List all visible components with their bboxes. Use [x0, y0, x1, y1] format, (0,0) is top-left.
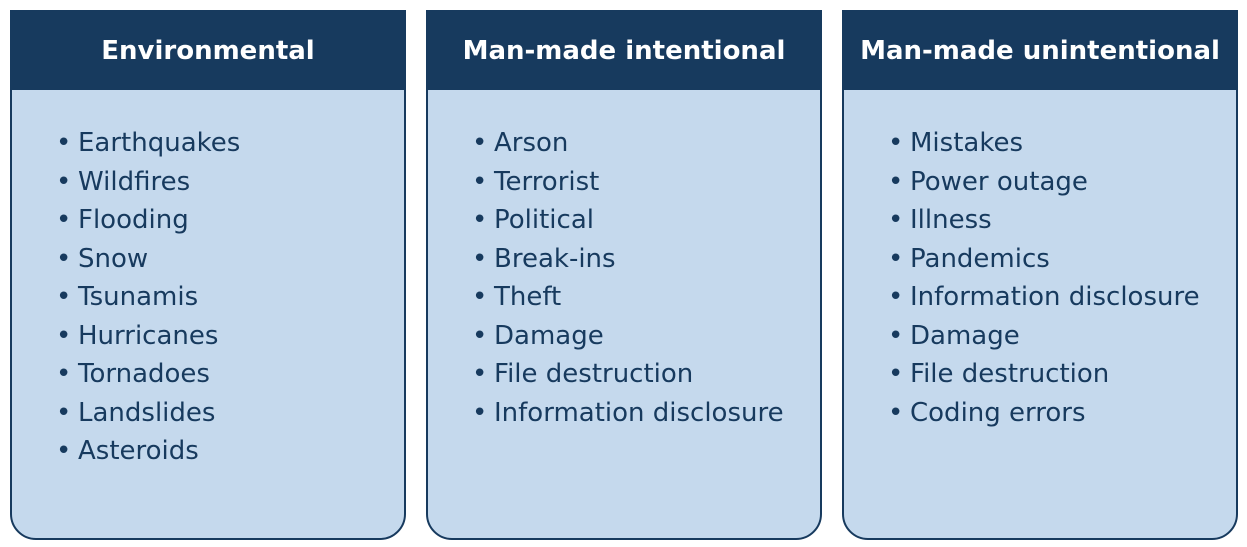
list-item: Pandemics: [888, 240, 1236, 279]
list-item: Power outage: [888, 163, 1236, 202]
environmental-panel: Environmental Earthquakes Wildfires Floo…: [10, 10, 406, 540]
list-item: File destruction: [472, 355, 820, 394]
threat-list: Mistakes Power outage Illness Pandemics …: [844, 90, 1236, 432]
list-item: Break-ins: [472, 240, 820, 279]
list-item: Coding errors: [888, 394, 1236, 433]
list-item: Mistakes: [888, 124, 1236, 163]
man-made-intentional-panel: Man-made intentional Arson Terrorist Pol…: [426, 10, 822, 540]
panel-header: Man-made intentional: [428, 12, 820, 90]
list-item: File destruction: [888, 355, 1236, 394]
list-item: Wildfires: [56, 163, 404, 202]
list-item: Snow: [56, 240, 404, 279]
list-item: Theft: [472, 278, 820, 317]
list-item: Hurricanes: [56, 317, 404, 356]
list-item: Asteroids: [56, 432, 404, 471]
list-item: Earthquakes: [56, 124, 404, 163]
threat-list: Earthquakes Wildfires Flooding Snow Tsun…: [12, 90, 404, 471]
man-made-unintentional-panel: Man-made unintentional Mistakes Power ou…: [842, 10, 1238, 540]
list-item: Tornadoes: [56, 355, 404, 394]
panel-header: Environmental: [12, 12, 404, 90]
list-item: Arson: [472, 124, 820, 163]
list-item: Terrorist: [472, 163, 820, 202]
list-item: Political: [472, 201, 820, 240]
list-item: Information disclosure: [472, 394, 820, 433]
list-item: Landslides: [56, 394, 404, 433]
list-item: Flooding: [56, 201, 404, 240]
list-item: Damage: [888, 317, 1236, 356]
list-item: Illness: [888, 201, 1236, 240]
list-item: Tsunamis: [56, 278, 404, 317]
list-item: Information disclosure: [888, 278, 1236, 317]
list-item: Damage: [472, 317, 820, 356]
panel-header: Man-made unintentional: [844, 12, 1236, 90]
threat-list: Arson Terrorist Political Break-ins Thef…: [428, 90, 820, 432]
